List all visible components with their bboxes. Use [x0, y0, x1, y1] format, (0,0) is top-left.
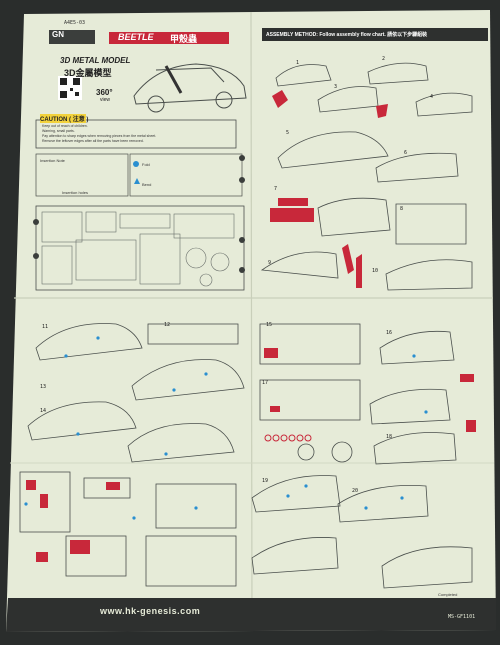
step-number: 15 — [266, 322, 273, 328]
assembly-method: ASSEMBLY METHOD: Follow assembly flow ch… — [266, 31, 427, 38]
footer-band — [6, 598, 496, 632]
fold-label: Fold — [142, 162, 150, 167]
step-number: 9 — [268, 260, 272, 266]
step-number: 4 — [430, 94, 434, 100]
bend-label: Bend — [142, 182, 152, 187]
bend-icon — [134, 178, 140, 184]
fold-line-vertical — [250, 11, 253, 632]
steps-11-14-drawings — [27, 323, 245, 463]
red-parts-bottom — [26, 480, 120, 562]
caution-line-1: Keep out of reach of children. — [42, 124, 88, 128]
top-code: A4E5-03 — [64, 20, 86, 26]
assembly-header-bar — [262, 28, 488, 41]
step-number: 16 — [386, 330, 393, 336]
completed-label: Completed — [438, 592, 458, 597]
instruction-sheet — [6, 10, 496, 632]
qr-code — [58, 76, 82, 100]
caution-title: CAUTION ( 注意 ) — [40, 117, 89, 123]
product-code: MS-GF1101 — [448, 614, 476, 620]
fold-bend-box — [129, 153, 243, 197]
assembly-method-en: ASSEMBLY METHOD: Follow assembly flow ch… — [266, 32, 386, 38]
caution-label-bg — [40, 114, 86, 123]
brand-name: Beetle — [118, 32, 154, 42]
metal-sheet-layout — [35, 205, 245, 291]
subtitle: 3D METAL MODEL — [60, 56, 131, 65]
red-parts-top — [270, 90, 388, 288]
step-number: 13 — [40, 384, 47, 390]
step-number: 10 — [372, 268, 379, 274]
logo-box — [49, 30, 95, 44]
step-number: 12 — [164, 322, 171, 328]
step-number: 14 — [40, 408, 47, 414]
step-number: 2 — [382, 56, 386, 62]
step-number: 19 — [262, 478, 269, 484]
blue-dots — [24, 336, 428, 520]
fold-icon — [133, 161, 139, 167]
brand-name-cn: 甲殼蟲 — [170, 34, 198, 44]
logo-text: GN — [52, 30, 64, 39]
caution-title-en: CAUTION — [40, 117, 68, 123]
step-number: 1 — [296, 60, 300, 66]
caution-line-2: Warning, small parts. — [42, 129, 75, 133]
step-number: 7 — [274, 186, 278, 192]
insertion-holes-label: Insertion holes — [62, 190, 89, 195]
step-number: 8 — [400, 206, 404, 212]
caution-line-4: Remove the leftover edges after all the … — [42, 139, 144, 143]
step-number: 11 — [42, 324, 49, 330]
step-number: 17 — [262, 380, 269, 386]
step-number: 3 — [334, 84, 338, 90]
car-hero-drawing — [133, 63, 247, 113]
step-number: 20 — [352, 488, 359, 494]
caution-line-3: Pay attention to sharp edges when removi… — [42, 134, 157, 138]
view-badge: 360° — [96, 88, 113, 97]
website: www.hk-genesis.com — [100, 606, 201, 616]
steps-19-20-drawings — [19, 471, 473, 589]
spring-coil — [264, 434, 312, 442]
insertion-note-box — [35, 153, 129, 197]
red-parts-middle — [264, 348, 476, 432]
side-number-marks — [33, 155, 245, 273]
insertion-note-label: Insertion Note — [40, 158, 65, 163]
caution-title-cn: 注意 — [72, 117, 85, 123]
caution-box — [35, 119, 237, 149]
steps-15-18-drawings — [259, 323, 457, 465]
assembly-method-cn: 請依以下步驟組裝 — [387, 32, 428, 38]
view-badge-sub: view — [100, 97, 111, 103]
step-number: 5 — [286, 130, 290, 136]
subtitle-cn: 3D金屬模型 — [64, 68, 112, 78]
steps-5-10-drawings — [260, 197, 473, 291]
brand-bar — [109, 32, 229, 44]
step-number: 6 — [404, 150, 408, 156]
metal-sheet-parts — [41, 211, 235, 287]
steps-1-4-drawings — [275, 62, 473, 183]
step-number: 18 — [386, 434, 393, 440]
